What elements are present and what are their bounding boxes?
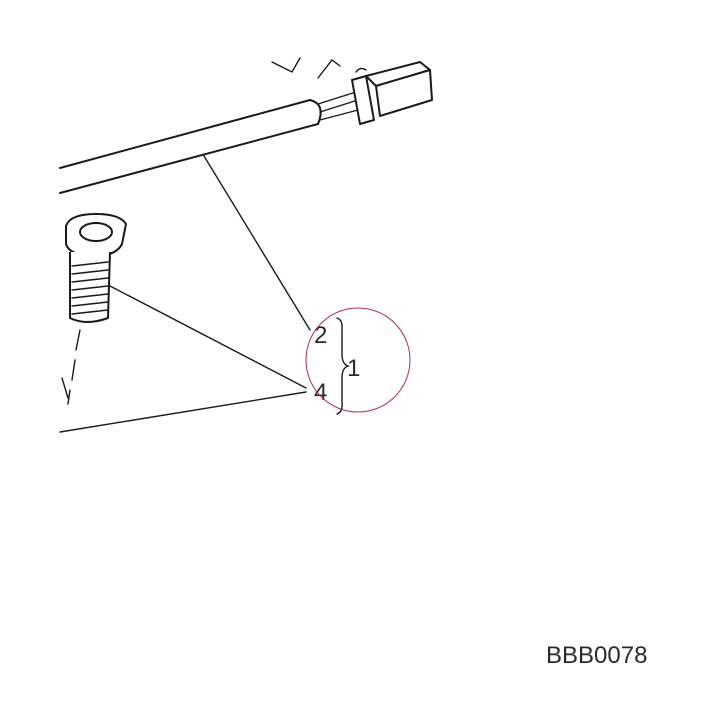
- leader-lines: [59, 155, 311, 433]
- callout-label-1: 1: [347, 355, 360, 382]
- bracket-fragment: [271, 57, 341, 79]
- callout-label-4: 4: [314, 379, 327, 406]
- reference-code: BBB0078: [546, 642, 647, 669]
- highlight-circle: [305, 307, 411, 413]
- group-brace: [336, 317, 351, 415]
- callout-label-2: 2: [314, 322, 327, 349]
- hex-bolt: [61, 213, 127, 405]
- cable-harness: [59, 91, 359, 194]
- connector-plug: [351, 61, 433, 125]
